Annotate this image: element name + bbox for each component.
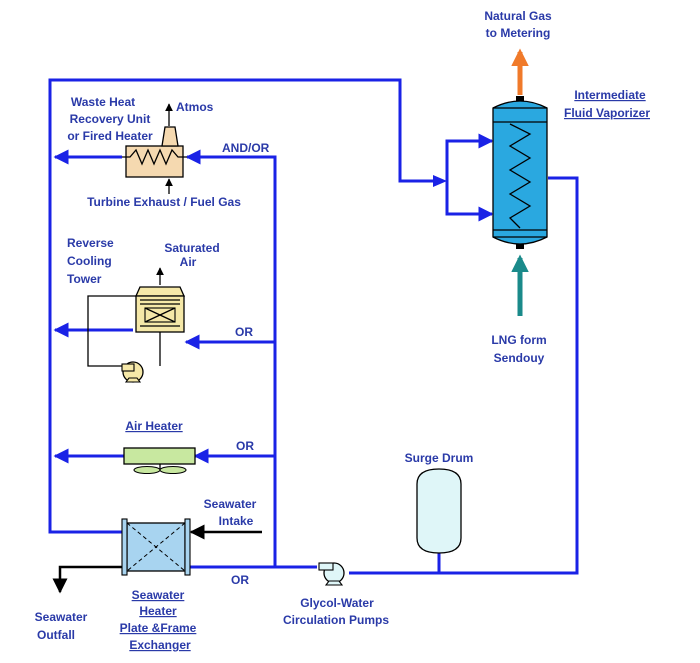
tower-recirc-loop [87, 295, 136, 367]
saturated-air-label: Saturated [164, 241, 219, 255]
ifv-label: Intermediate [574, 88, 646, 102]
natural-gas-label: Natural Gas [484, 9, 552, 23]
stack [161, 126, 179, 147]
and-or-label: AND/OR [222, 141, 270, 155]
lng-label-2: Sendouy [494, 351, 545, 365]
seawater-intake-label-2: Intake [219, 514, 254, 528]
sw-heater-label-2: Heater [139, 604, 177, 618]
rct-label-2: Cooling [67, 254, 112, 268]
rct-label-3: Tower [67, 272, 102, 286]
waste-heat-recovery-unit [122, 103, 187, 194]
whru-label-1: Waste Heat [71, 95, 135, 109]
vaporizer-inlet-upper [445, 133, 494, 181]
whru-label-2: Recovery Unit [70, 112, 151, 126]
rct-label-1: Reverse [67, 236, 114, 250]
saturated-air-label-2: Air [180, 255, 197, 269]
air-heater [123, 447, 196, 475]
whru-label-3: or Fired Heater [67, 129, 153, 143]
glycol-pipe-network [48, 78, 579, 575]
heater-coil [122, 148, 187, 166]
vaporizer-inlet-lower [445, 181, 494, 222]
ifv-label-2: Fluid Vaporizer [564, 106, 650, 120]
seawater-outfall-label-2: Outfall [37, 628, 75, 642]
surge-drum [416, 468, 462, 554]
seawater-intake-label: Seawater [204, 497, 257, 511]
labels: Natural Gas to Metering Intermediate Flu… [35, 9, 651, 652]
lng-label: LNG form [491, 333, 546, 347]
pump-label-2: Circulation Pumps [283, 613, 389, 627]
or-label-seawater: OR [231, 573, 249, 587]
sw-heater-label-1: Seawater [132, 588, 185, 602]
sw-heater-label-3: Plate &Frame [120, 621, 197, 635]
reverse-cooling-tower [87, 267, 186, 383]
seawater-outfall-label: Seawater [35, 610, 88, 624]
atmos-label: Atmos [176, 100, 214, 114]
air-heater-label: Air Heater [125, 419, 183, 433]
return-riser-pipe [262, 155, 277, 567]
seawater-heater [52, 518, 262, 594]
vaporizer-inlet-arrow [433, 175, 447, 187]
surge-drum-label: Surge Drum [405, 451, 474, 465]
turbine-label: Turbine Exhaust / Fuel Gas [87, 195, 241, 209]
sw-heater-label-4: Exchanger [129, 638, 191, 652]
intermediate-fluid-vaporizer [492, 96, 548, 249]
pump-label: Glycol-Water [300, 596, 374, 610]
or-label-air: OR [236, 439, 254, 453]
natural-gas-label-2: to Metering [486, 26, 551, 40]
supply-header-pipe [48, 78, 443, 534]
glycol-water-pump [318, 562, 345, 586]
vaporizer-outlet-pipe [349, 176, 579, 575]
or-label-tower: OR [235, 325, 253, 339]
vaporizer-coil [508, 123, 532, 229]
